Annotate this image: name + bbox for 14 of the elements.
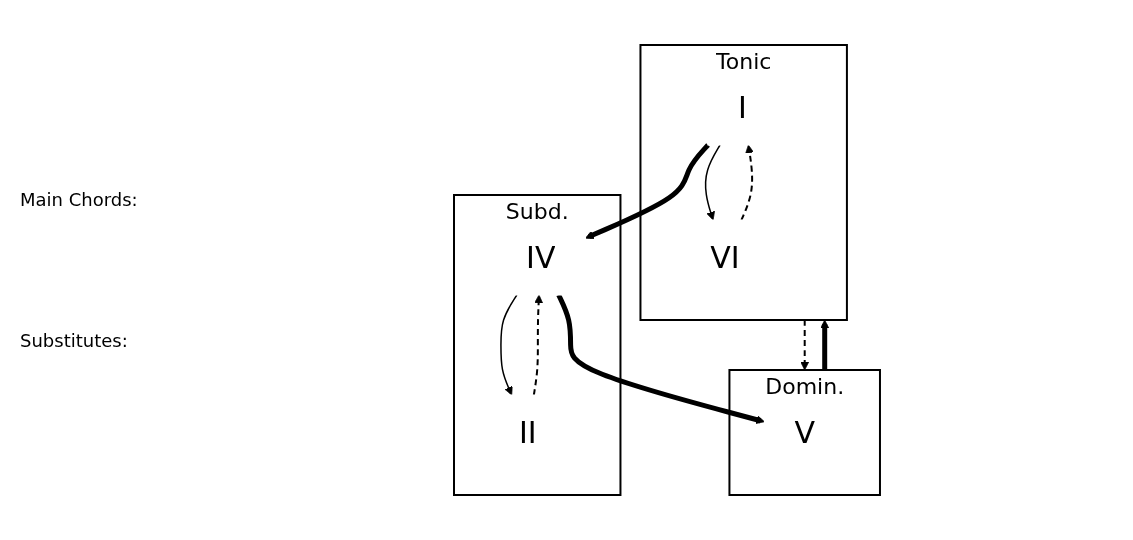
arrow — [499, 294, 518, 396]
node-text: I — [737, 90, 747, 125]
node-text: VI — [709, 240, 740, 275]
row-label: Main Chords: — [20, 189, 139, 210]
node-text: II — [518, 415, 537, 450]
arrow — [819, 319, 829, 370]
arrow — [799, 319, 809, 371]
arrow — [739, 144, 754, 221]
row-label: Substitutes: — [20, 330, 129, 351]
node-text: IV — [525, 240, 555, 275]
arrow — [584, 143, 710, 240]
arrow — [704, 144, 721, 221]
node-text: V — [793, 415, 815, 450]
arrow — [532, 294, 543, 396]
